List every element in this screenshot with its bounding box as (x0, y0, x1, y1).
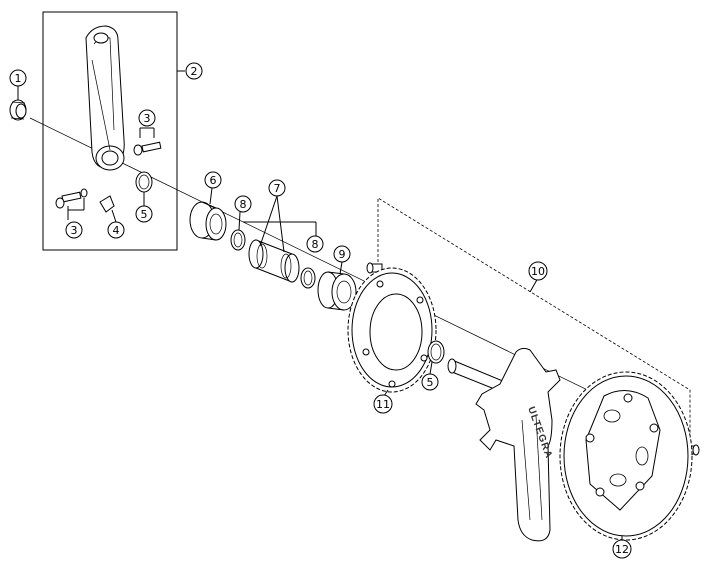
part-12-outer-chainring (559, 371, 693, 541)
callout-10-label: 10 (531, 265, 545, 278)
callout-8-left: 8 (234, 195, 252, 213)
callout-2-label: 2 (191, 65, 198, 78)
callout-12-label: 12 (615, 543, 629, 556)
callout-6-leader (209, 187, 213, 205)
callout-3-upper: 3 (138, 109, 156, 127)
part-8-ring-right (300, 267, 316, 289)
right-crank-arm-with-spindle: ULTEGRA (447, 347, 561, 542)
callout-8a-leader (238, 211, 241, 231)
callout-10-bracket (377, 197, 691, 444)
callout-8a-label: 8 (240, 198, 247, 211)
part-1-cap-bolt (9, 99, 27, 121)
left-crank-group-box (42, 11, 178, 251)
part-5-washer-right (427, 340, 445, 364)
callout-11-label: 11 (376, 398, 390, 411)
part-5-washer-left (135, 171, 153, 193)
callout-7-leader-r (276, 195, 285, 253)
callout-9-label: 9 (339, 248, 346, 261)
assembly-axis-line (29, 117, 691, 441)
callout-5-left: 5 (135, 205, 153, 223)
part-11-inner-chainring (347, 267, 437, 393)
callout-1-label: 1 (15, 72, 22, 85)
callout-5-right: 5 (421, 373, 439, 391)
callout-3a-label: 3 (144, 112, 151, 125)
callout-5b-label: 5 (427, 376, 434, 389)
part-2-left-crank-arm (85, 25, 125, 171)
callout-4-leader (111, 209, 117, 223)
callout-9: 9 (333, 245, 351, 263)
part-3-pinch-bolt-lower (55, 188, 88, 209)
callout-5a-label: 5 (141, 208, 148, 221)
callout-7-leader-l (259, 195, 278, 247)
part-7-inner-cover (248, 239, 300, 283)
part-6-left-bearing-cup (189, 201, 227, 241)
callout-3b-label: 3 (71, 224, 78, 237)
callout-2: 2 (185, 62, 203, 80)
callout-12: 12 (612, 539, 632, 559)
part-4-safety-plate (99, 195, 115, 213)
callout-3-lower: 3 (65, 221, 83, 239)
part-3-pinch-bolt-upper (133, 141, 162, 156)
callout-6-label: 6 (210, 174, 217, 187)
callout-5b-leader (429, 361, 433, 375)
callout-1: 1 (9, 69, 27, 87)
callout-7: 7 (268, 179, 286, 197)
callout-10: 10 (528, 261, 548, 281)
callout-8b-label: 8 (312, 238, 319, 251)
callout-11: 11 (373, 394, 393, 414)
callout-4-label: 4 (113, 224, 120, 237)
part-9-right-bearing-cup (317, 271, 357, 311)
callout-7-label: 7 (274, 182, 281, 195)
callout-8-right: 8 (306, 235, 324, 253)
callout-6: 6 (204, 171, 222, 189)
callout-4: 4 (107, 221, 125, 239)
part-8-ring-left (230, 229, 246, 251)
callout-9-leader (339, 261, 343, 275)
